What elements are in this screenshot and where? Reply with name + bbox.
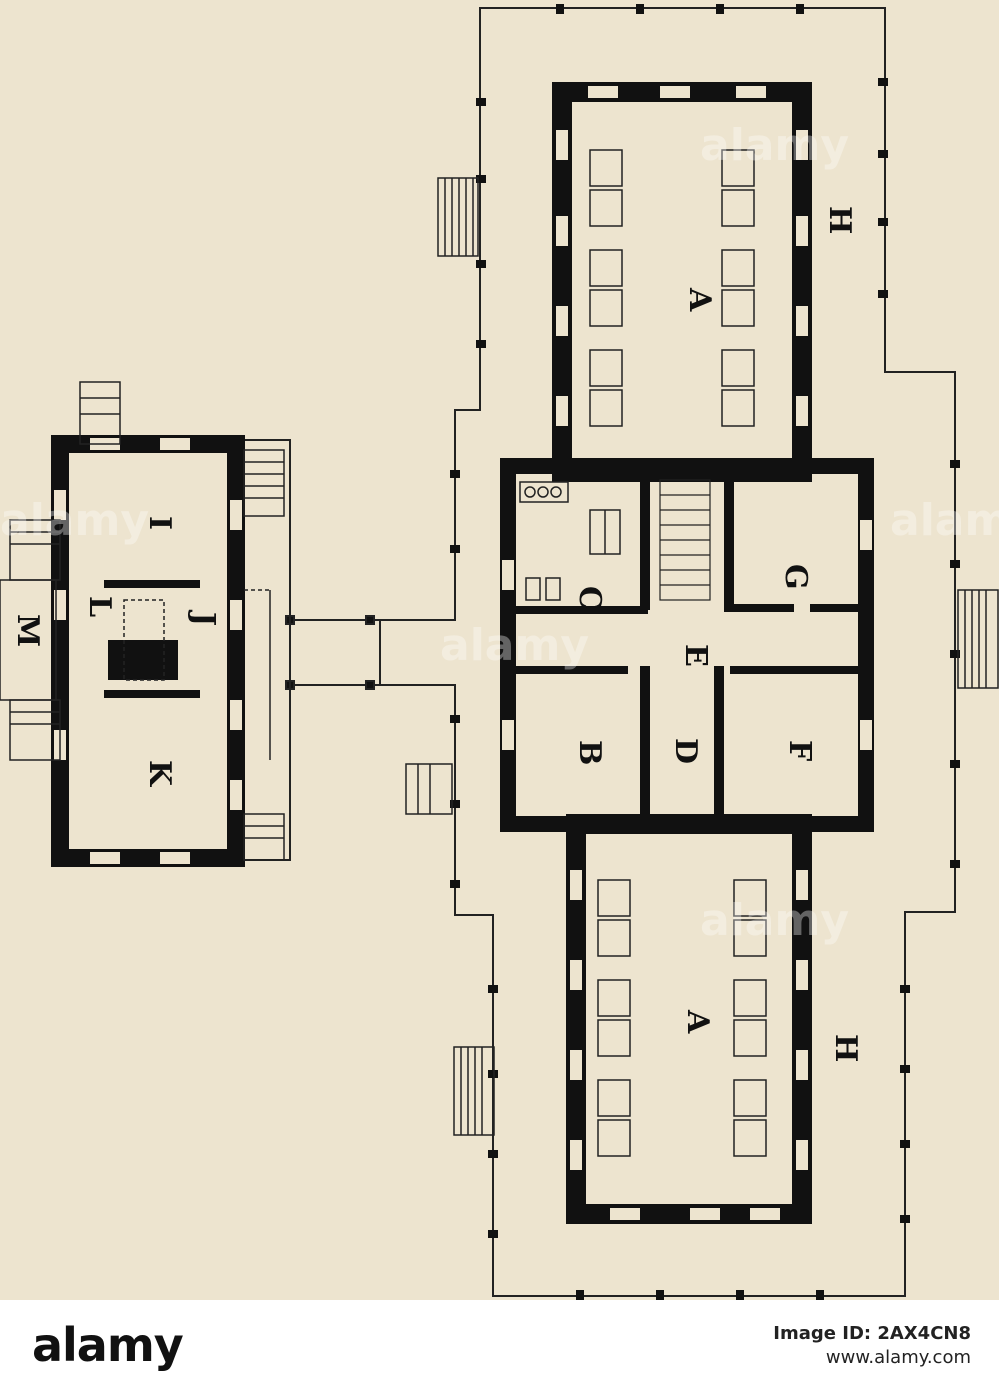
footer-bar: alamy Image ID: 2AX4CN8 www.alamy.com — [0, 1300, 999, 1390]
floor-plan-image: A A B C D E F G H H I J K L M alamy alam… — [0, 4, 999, 1300]
label-h-bottom: H — [828, 1034, 863, 1062]
site-url: www.alamy.com — [825, 1347, 971, 1368]
wing-a-top-beds — [589, 149, 755, 427]
label-i: I — [142, 516, 177, 530]
watermark-left: alamy — [0, 495, 149, 546]
watermarks: alamy alamy alamy alamy alamy — [0, 120, 999, 946]
entry-steps — [405, 177, 999, 1136]
covered-walkway — [285, 615, 380, 690]
label-a-top: A — [682, 287, 717, 312]
label-f: F — [782, 740, 817, 761]
label-j: J — [186, 609, 221, 626]
image-id: Image ID: 2AX4CN8 — [773, 1323, 971, 1344]
wing-a-bottom-walls — [566, 814, 812, 1224]
label-c: C — [572, 586, 607, 610]
alamy-logo: alamy — [32, 1318, 184, 1372]
staircase — [659, 479, 711, 601]
footer-info: Image ID: 2AX4CN8 www.alamy.com — [773, 1322, 971, 1370]
label-e: E — [678, 644, 713, 667]
label-l: L — [82, 596, 117, 617]
wing-a-bottom-beds — [597, 879, 767, 1157]
watermark-bottom: alamy — [700, 895, 849, 946]
label-b: B — [572, 740, 607, 765]
label-m: M — [10, 614, 45, 647]
room-labels: A A B C D E F G H H I J K L M — [10, 206, 863, 1062]
label-k: K — [142, 760, 177, 787]
label-h-top: H — [822, 206, 857, 234]
label-a-bottom: A — [680, 1009, 715, 1034]
kitchen-fixtures — [519, 481, 621, 601]
label-g: G — [778, 564, 813, 590]
watermark-center: alamy — [440, 620, 589, 671]
veranda-posts — [450, 4, 960, 1300]
annex-building — [0, 381, 291, 867]
watermark-right: alamy — [890, 495, 999, 546]
floor-plan-drawing: A A B C D E F G H H I J K L M alamy alam… — [0, 4, 999, 1300]
watermark-top: alamy — [700, 120, 849, 171]
label-d: D — [668, 738, 703, 764]
